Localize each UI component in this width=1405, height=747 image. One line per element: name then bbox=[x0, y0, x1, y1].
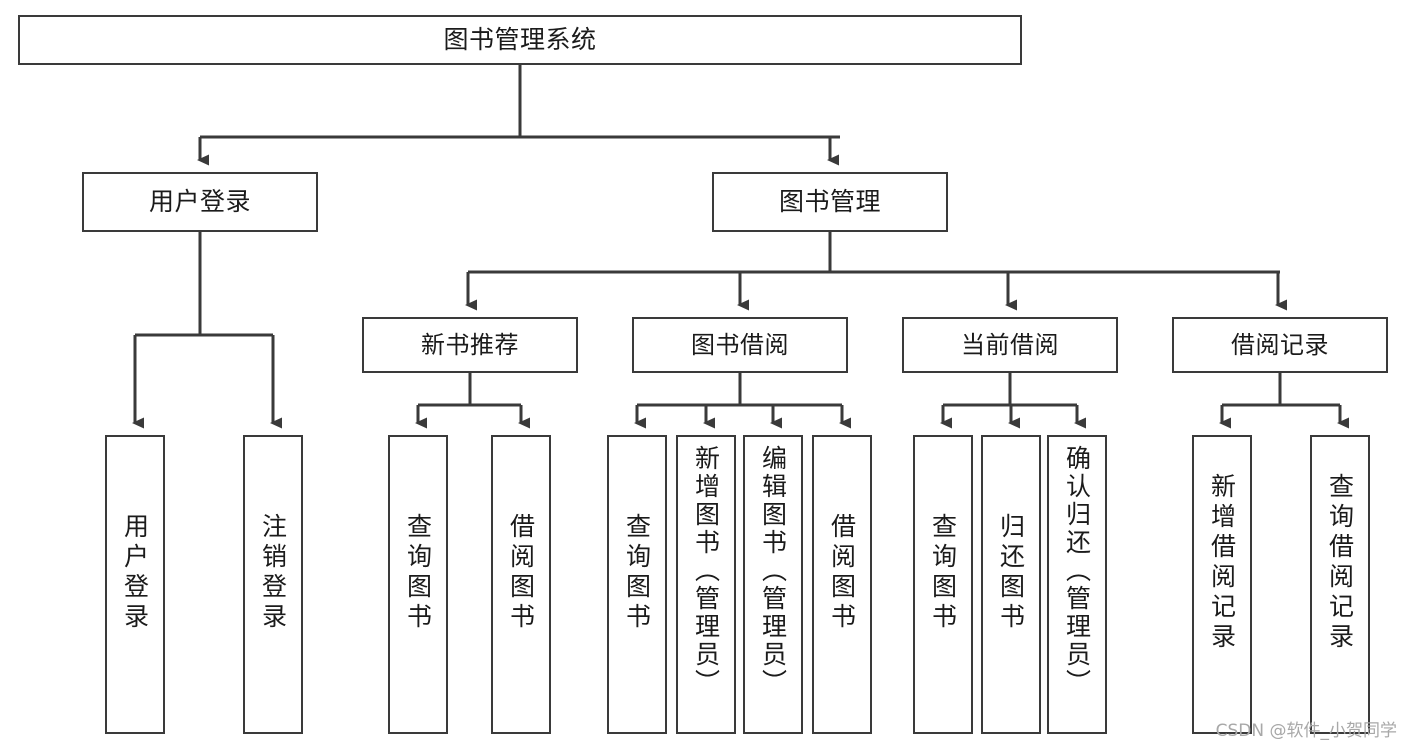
leaf-user-login[interactable]: 用户登录 bbox=[105, 435, 165, 734]
leaf-query-book-current[interactable]: 查询图书 bbox=[913, 435, 973, 734]
leaf-add-book-admin[interactable]: 新增图书（管理员） bbox=[676, 435, 736, 734]
node-label: 确认归还（管理员） bbox=[1062, 445, 1092, 697]
leaf-query-book-borrow[interactable]: 查询图书 bbox=[607, 435, 667, 734]
node-book-management[interactable]: 图书管理 bbox=[712, 172, 948, 232]
node-label: 用户登录 bbox=[120, 513, 150, 633]
node-label: 编辑图书（管理员） bbox=[758, 445, 788, 697]
node-label: 图书管理系统 bbox=[443, 25, 597, 55]
node-label: 图书管理 bbox=[778, 187, 881, 217]
node-new-book-recommendation[interactable]: 新书推荐 bbox=[362, 317, 578, 373]
leaf-borrow-book[interactable]: 借阅图书 bbox=[812, 435, 872, 734]
node-label: 用户登录 bbox=[148, 187, 251, 217]
node-label: 借阅图书 bbox=[827, 513, 857, 633]
node-root-book-management-system[interactable]: 图书管理系统 bbox=[18, 15, 1022, 65]
leaf-return-book[interactable]: 归还图书 bbox=[981, 435, 1041, 734]
leaf-confirm-return-admin[interactable]: 确认归还（管理员） bbox=[1047, 435, 1107, 734]
node-label: 查询图书 bbox=[403, 513, 433, 633]
leaf-borrow-book-recommend[interactable]: 借阅图书 bbox=[491, 435, 551, 734]
node-label: 借阅记录 bbox=[1231, 330, 1329, 359]
node-label: 查询借阅记录 bbox=[1325, 473, 1355, 653]
node-label: 查询图书 bbox=[622, 513, 652, 633]
node-label: 新增借阅记录 bbox=[1207, 473, 1237, 653]
node-label: 归还图书 bbox=[996, 513, 1026, 633]
node-label: 图书借阅 bbox=[691, 330, 789, 359]
leaf-query-book-recommend[interactable]: 查询图书 bbox=[388, 435, 448, 734]
leaf-query-borrow-record[interactable]: 查询借阅记录 bbox=[1310, 435, 1370, 734]
leaf-add-borrow-record[interactable]: 新增借阅记录 bbox=[1192, 435, 1252, 734]
node-label: 借阅图书 bbox=[506, 513, 536, 633]
node-label: 查询图书 bbox=[928, 513, 958, 633]
node-borrowing-record[interactable]: 借阅记录 bbox=[1172, 317, 1388, 373]
leaf-logout[interactable]: 注销登录 bbox=[243, 435, 303, 734]
node-label: 注销登录 bbox=[258, 513, 288, 633]
node-label: 新增图书（管理员） bbox=[691, 445, 721, 697]
node-current-borrowing[interactable]: 当前借阅 bbox=[902, 317, 1118, 373]
node-label: 新书推荐 bbox=[421, 330, 519, 359]
node-book-borrowing[interactable]: 图书借阅 bbox=[632, 317, 848, 373]
node-label: 当前借阅 bbox=[961, 330, 1059, 359]
leaf-edit-book-admin[interactable]: 编辑图书（管理员） bbox=[743, 435, 803, 734]
node-user-login[interactable]: 用户登录 bbox=[82, 172, 318, 232]
